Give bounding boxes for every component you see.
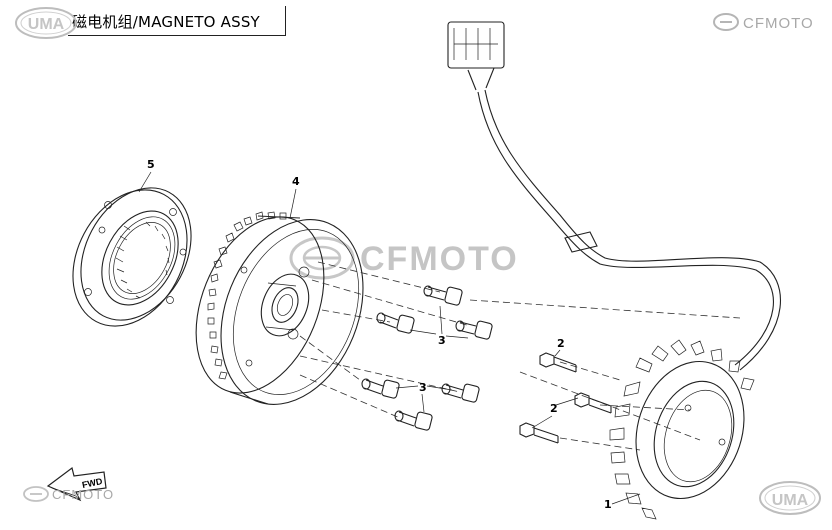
cfmoto-watermark: CFMOTO [289,236,519,280]
callout-4: 4 [289,175,300,219]
stator-coil-part [447,21,781,520]
uma-logo-text-bottom: UMA [772,492,809,509]
assembly-lines [299,261,741,451]
callout-number-4: 4 [292,175,300,188]
cfmoto-logo-bottom-left: CFMOTO [23,486,114,502]
callout-2-mid: 2 [531,397,579,429]
callout-number-3-lower: 3 [419,381,427,394]
uma-logo-text: UMA [28,16,65,33]
cfmoto-logo-top-right: CFMOTO [713,13,814,32]
callout-number-3-upper: 3 [438,334,446,347]
page-title: 磁电机组/MAGNETO ASSY [72,13,260,31]
cfmoto-logo-text: CFMOTO [743,15,814,32]
callout-3-lower: 3 [395,381,453,413]
watermark-text: CFMOTO [360,240,519,278]
uma-logo-bottom-right: UMA [759,481,821,515]
callout-number-2-mid: 2 [550,402,558,415]
callout-number-2-top: 2 [557,337,565,350]
starter-clutch-part [72,187,192,327]
flywheel-bolt-group-lower [361,378,480,431]
title-box: 磁电机组/MAGNETO ASSY [68,6,286,36]
stator-bolt-group [519,352,612,444]
fwd-label: FWD [81,476,104,490]
uma-logo-top-left: UMA [15,7,77,39]
callout-1: 1 [604,493,641,511]
fwd-arrow-icon: FWD [46,466,107,502]
callout-3-upper: 3 [409,305,469,347]
flywheel-rotor-part [195,211,364,405]
callout-number-5: 5 [147,158,155,171]
callout-2-top: 2 [554,337,565,357]
flywheel-bolt-group-upper [376,285,493,340]
callout-number-1: 1 [604,498,612,511]
cfmoto-logo-text-bottom: CFMOTO [52,487,114,502]
callout-5: 5 [138,158,155,193]
